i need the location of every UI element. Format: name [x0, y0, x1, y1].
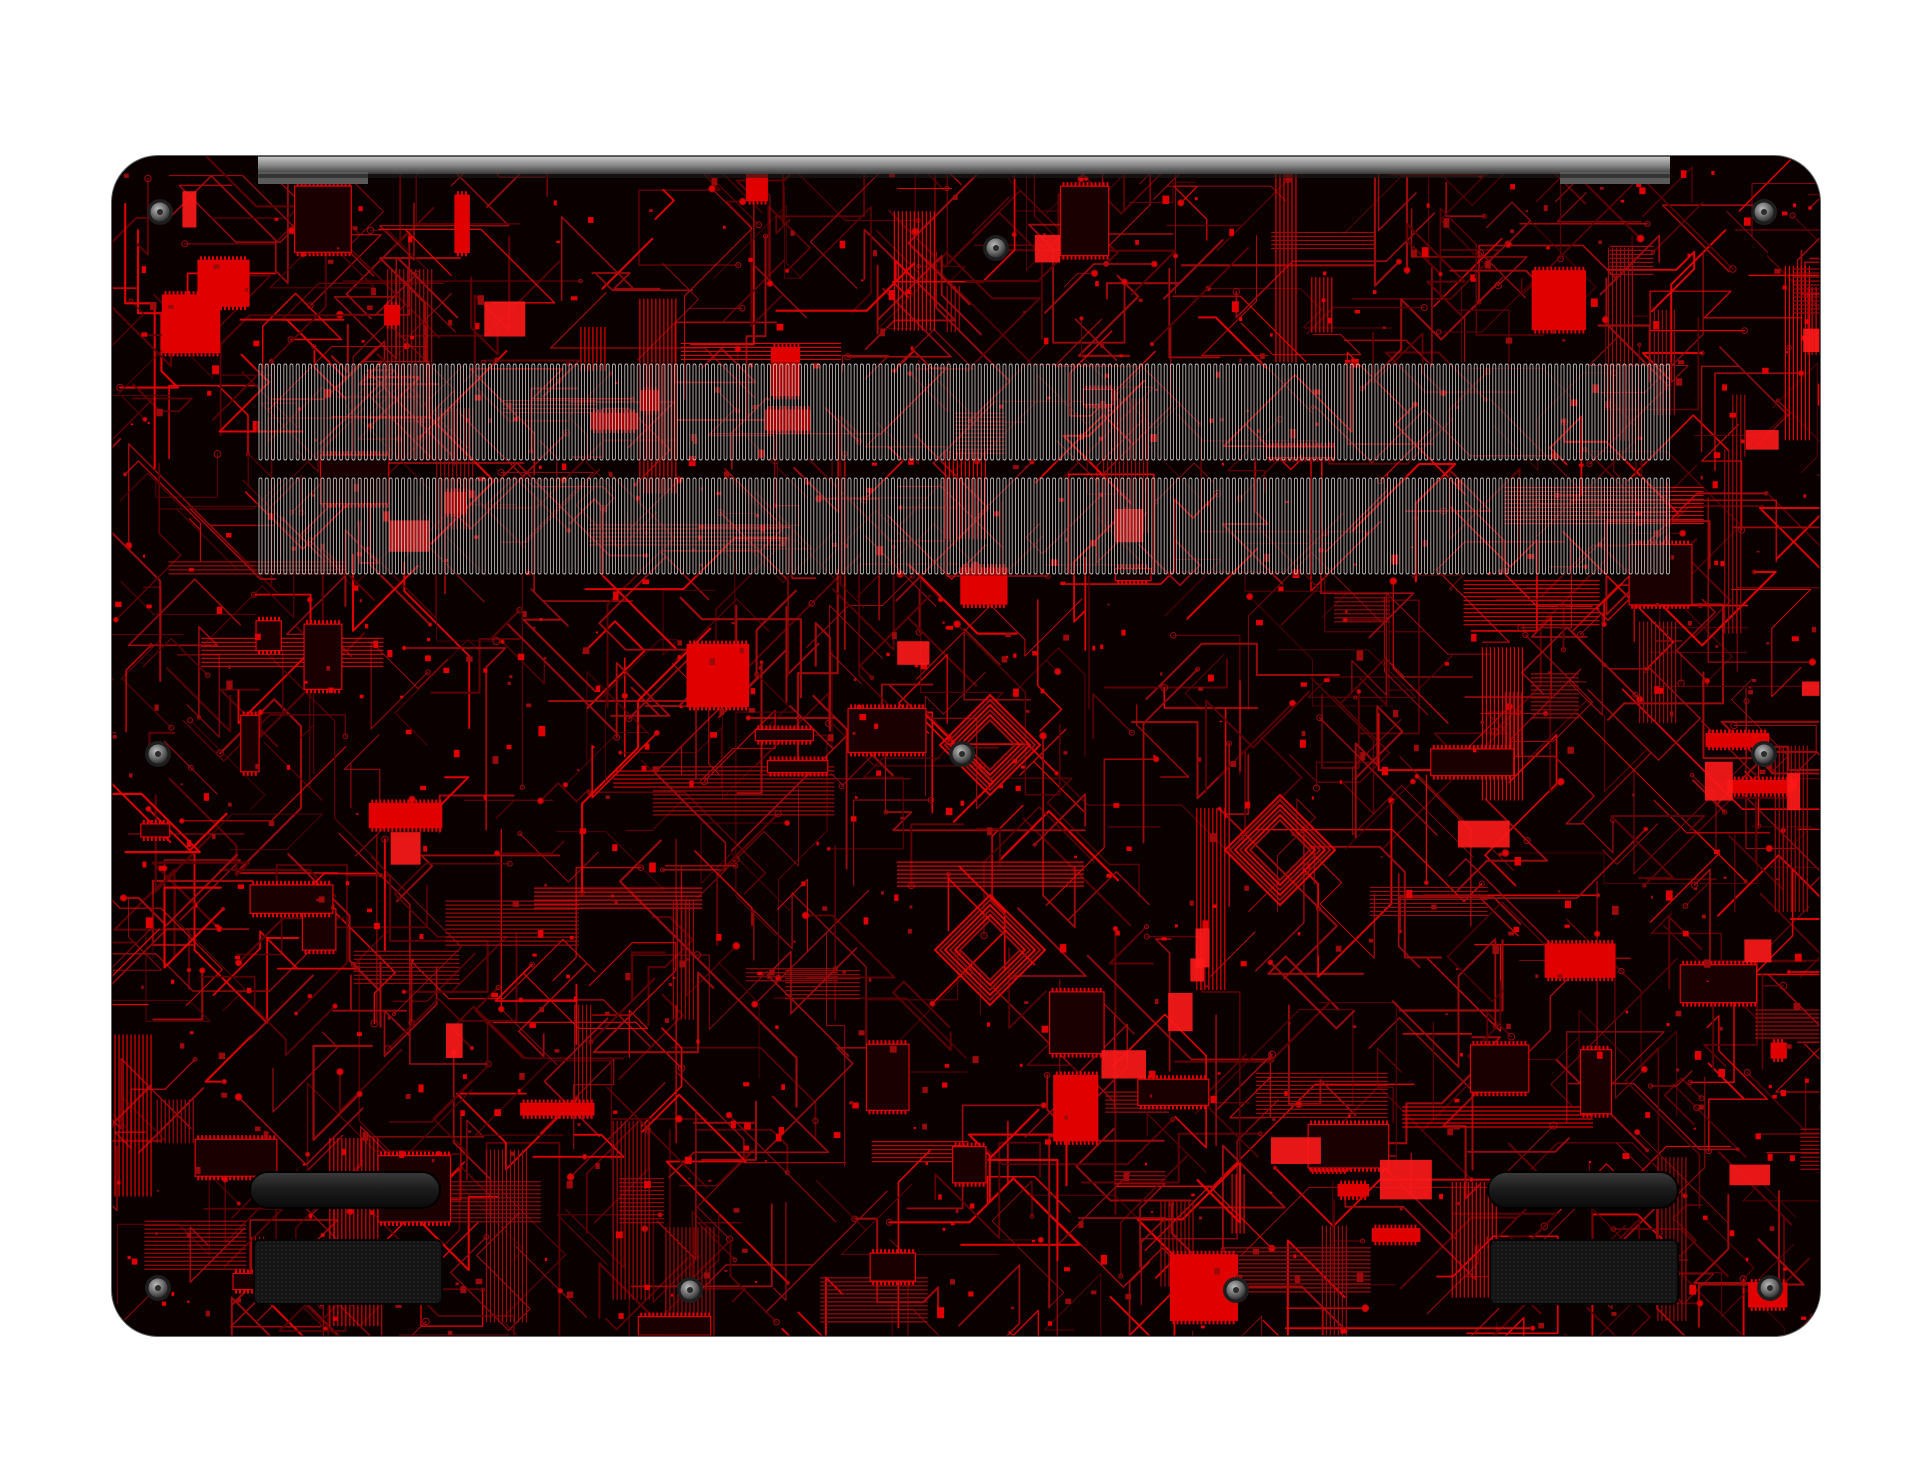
- vent-grille: [256, 362, 1672, 576]
- screws: [145, 199, 1783, 1303]
- rubber-feet: [249, 1171, 1679, 1305]
- circuit-pattern: [112, 156, 1820, 1336]
- hinge-bar: [258, 156, 1670, 184]
